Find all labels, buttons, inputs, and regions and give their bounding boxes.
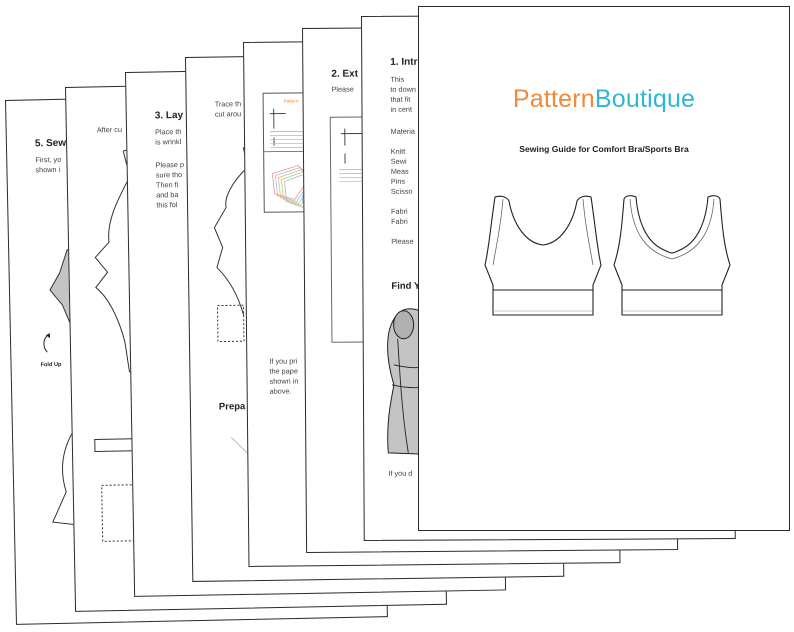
brand-logo: PatternBoutique <box>419 85 789 114</box>
page-body-text: First, yo shown i <box>35 154 62 175</box>
brand-logo-part1: Pattern <box>512 85 595 113</box>
brand-logo-part2: Boutique <box>594 85 696 113</box>
guide-cover-page: PatternBoutique Sewing Guide for Comfort… <box>418 6 790 531</box>
page-body-text: Please <box>331 84 354 94</box>
bra-front-view-illustration <box>484 195 602 316</box>
page-body-text: This to down that fit in cent <box>390 74 416 114</box>
page-body-text: Trace th cut arou <box>214 99 242 119</box>
pattern-piece-edge <box>213 147 249 316</box>
page-body-text: If you d <box>388 468 413 478</box>
tile-preview-lines <box>339 128 366 183</box>
guide-page-2-extract: 2. Ext Please <box>302 25 679 553</box>
materials-list: Materia Knitt Sewi Meas Pins Scisso Fabr… <box>390 126 415 246</box>
page-body-text: Place th is wrinkl <box>154 127 182 147</box>
page-heading: 3. Lay <box>154 109 184 122</box>
page-body-text: If you pri the pape shown in above. <box>269 356 299 396</box>
fold-up-label: Fold Up <box>40 361 62 369</box>
section-heading: Prepa <box>218 401 246 413</box>
print-tile-preview <box>329 116 370 343</box>
section-heading: Find Y <box>391 280 421 292</box>
page-body-text: Please p sure tho Then fi and ba this fo… <box>155 159 185 210</box>
page-heading: 2. Ext <box>331 68 359 80</box>
band-piece <box>216 304 245 343</box>
page-heading: 5. Sew <box>34 137 67 150</box>
fold-arrow-icon <box>43 333 50 353</box>
page-body-text: After cu <box>96 124 123 135</box>
bra-back-view-illustration <box>613 195 731 316</box>
guide-title: Sewing Guide for Comfort Bra/Sports Bra <box>519 144 689 154</box>
